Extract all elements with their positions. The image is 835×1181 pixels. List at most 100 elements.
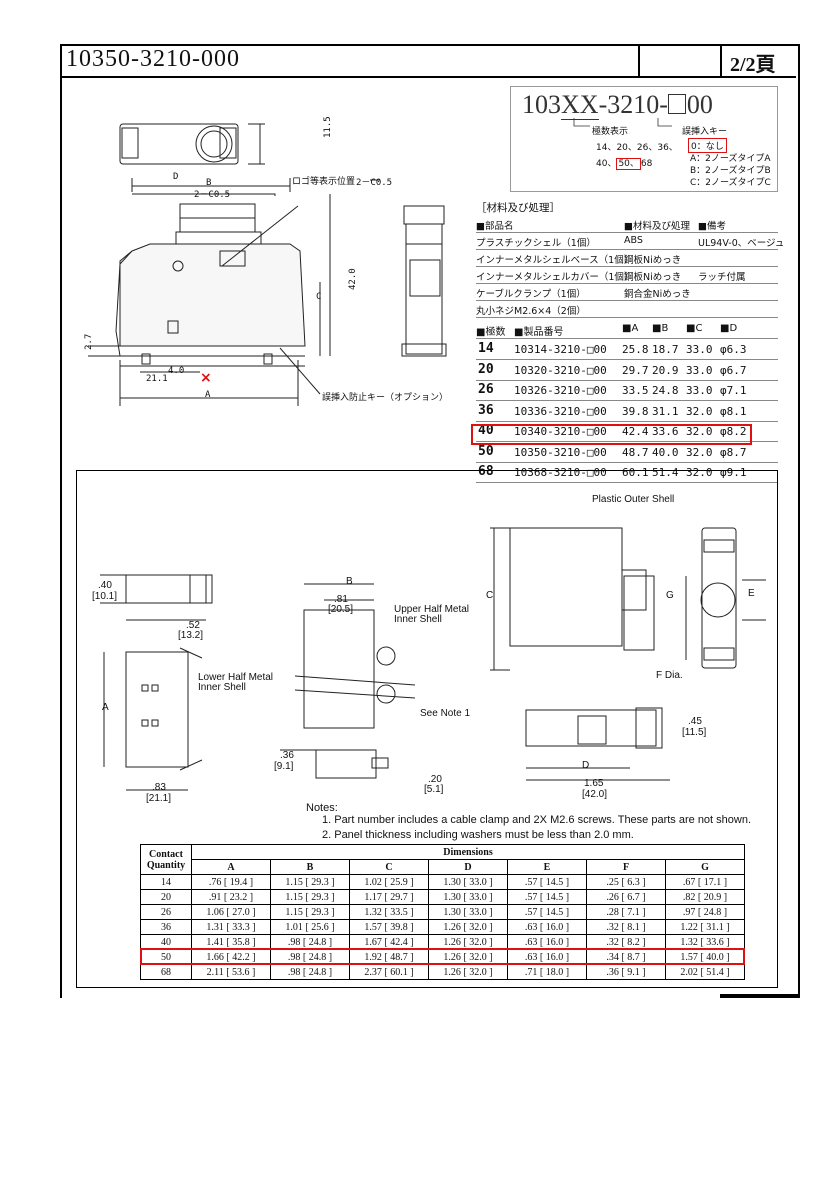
- dim-11-5: 11.5: [323, 116, 333, 138]
- dim-cell-d: φ8.2: [720, 425, 747, 438]
- dim-9-1: [9.1]: [274, 761, 294, 772]
- poles-line1: 14、20、26、36、: [596, 143, 678, 153]
- dim-cell-qty: 50: [478, 443, 494, 459]
- dimension-cell: 1.32 [ 33.5 ]: [349, 904, 429, 920]
- materials-row: インナーメタルシェルベース（1個）鋼板Niめっき: [476, 250, 778, 267]
- label-g: G: [666, 590, 674, 601]
- header-col-d: D: [428, 859, 508, 875]
- dim-52: .52: [186, 620, 200, 631]
- dim-21-1: 21.1: [146, 374, 168, 384]
- dim-cell-a: 48.7: [622, 445, 649, 459]
- document-title: 10350-3210-000: [66, 46, 240, 72]
- note-2: 2. Panel thickness including washers mus…: [322, 829, 634, 841]
- label-poles: 極数表示: [592, 127, 629, 137]
- highlight-50: 50、: [616, 158, 641, 170]
- dim-83: .83: [152, 782, 166, 793]
- dim-cell-b: 31.1: [652, 404, 679, 418]
- contact-quantity-cell: 26: [140, 904, 192, 920]
- part-number-legend: [510, 86, 778, 192]
- header-col-f: F: [586, 859, 666, 875]
- header-contact-quantity: Contact Quantity: [140, 844, 192, 875]
- contact-quantity-cell: 36: [140, 919, 192, 935]
- label-key: 誤挿入キー: [682, 127, 728, 137]
- dim-1-65: 1.65: [584, 778, 604, 789]
- dim-cell-b: 20.9: [652, 363, 679, 377]
- logo-position-label: ロゴ等表示位置: [292, 177, 356, 187]
- dimension-cell: 1.30 [ 33.0 ]: [428, 889, 508, 905]
- dimension-cell: 1.30 [ 33.0 ]: [428, 904, 508, 920]
- dimension-cell: .71 [ 18.0 ]: [507, 964, 587, 980]
- materials-part: プラスチックシェル（1個）: [476, 238, 596, 249]
- dim-21-1-inch: [21.1]: [146, 793, 172, 804]
- dimension-cell: .76 [ 19.4 ]: [191, 874, 271, 890]
- lower-half-label-1: Lower Half Metal: [198, 672, 274, 683]
- inch-table-row: 20.91 [ 23.2 ]1.15 [ 29.3 ]1.17 [ 29.7 ]…: [140, 889, 745, 905]
- dimension-cell: 1.22 [ 31.1 ]: [665, 919, 745, 935]
- dim-cell-c: 33.0: [686, 384, 713, 397]
- dim-cell-pn: 10350-3210-□00: [514, 445, 607, 459]
- dim-cell-a: 42.4: [622, 425, 649, 438]
- lower-half-label-2: Inner Shell: [198, 682, 246, 693]
- dim-table-header: ■極数 ■製品番号 ■A ■B ■C ■D: [476, 322, 778, 339]
- title-separator: [638, 44, 640, 76]
- dim-cell-pn: 10320-3210-□00: [514, 363, 607, 377]
- dim-cell-a: 25.8: [622, 343, 649, 356]
- materials-material: ABS: [624, 235, 643, 246]
- dim-20-5: [20.5]: [328, 604, 354, 615]
- dim-cell-d: φ6.3: [720, 343, 747, 356]
- materials-part: 丸小ネジM2.6×4（2個）: [476, 306, 586, 317]
- dim-cell-qty: 26: [478, 382, 494, 397]
- materials-material: 鋼板Niめっき: [624, 272, 682, 283]
- dim-b: B: [206, 178, 212, 188]
- dimension-cell: 1.26 [ 32.0 ]: [428, 964, 508, 980]
- dim-cell-a: 33.5: [622, 384, 649, 397]
- dim-cell-pn: 10326-3210-□00: [514, 384, 607, 397]
- dimension-cell: 2.02 [ 51.4 ]: [665, 964, 745, 980]
- dimension-cell: .28 [ 7.1 ]: [586, 904, 666, 920]
- key-option-0: 0：なし: [688, 138, 727, 153]
- dimension-cell: 1.15 [ 29.3 ]: [270, 904, 350, 920]
- dimension-cell: .57 [ 14.5 ]: [507, 904, 587, 920]
- dim-2-7: 2.7: [84, 333, 94, 350]
- dim-20: .20: [428, 774, 442, 785]
- materials-row: ケーブルクランプ（1個）銅合金Niめっき: [476, 284, 778, 301]
- key-option-label: 誤挿入防止キー（オプション）: [322, 393, 449, 403]
- dimension-cell: .26 [ 6.7 ]: [586, 889, 666, 905]
- header-dimensions: Dimensions: [191, 844, 745, 860]
- contact-quantity-cell: 68: [140, 964, 192, 980]
- dimension-cell: .57 [ 14.5 ]: [507, 874, 587, 890]
- header-col-b: B: [270, 859, 350, 875]
- materials-remarks: ラッチ付属: [698, 272, 746, 283]
- plastic-outer-shell-label: Plastic Outer Shell: [592, 494, 675, 505]
- legend-leaders: [573, 118, 672, 127]
- dimension-cell: .91 [ 23.2 ]: [191, 889, 271, 905]
- dim-cell-b: 40.0: [652, 445, 679, 459]
- dimension-cell: .32 [ 8.1 ]: [586, 919, 666, 935]
- dim-cell-qty: 68: [478, 464, 494, 479]
- dim-cell-c: 33.0: [686, 343, 713, 356]
- dim-c: C: [316, 292, 322, 302]
- dimension-cell: 1.02 [ 25.9 ]: [349, 874, 429, 890]
- drawing-frame: [60, 44, 800, 998]
- dim-5-1: [5.1]: [424, 784, 444, 795]
- header-col-g: G: [665, 859, 745, 875]
- materials-remarks: UL94V-0、ベージュ: [698, 238, 785, 249]
- key-option-a: A：2ノーズタイプA: [690, 154, 771, 164]
- dimension-cell: .63 [ 16.0 ]: [507, 919, 587, 935]
- dim-cell-c: 32.0: [686, 466, 713, 479]
- inch-drawing-box: [76, 470, 778, 988]
- dim-cell-b: 18.7: [652, 343, 679, 356]
- lower-drawing: [100, 527, 766, 791]
- dim-cell-pn: 10314-3210-□00: [514, 343, 607, 356]
- dim-cell-pn: 10340-3210-□00: [514, 425, 607, 438]
- label-b: B: [346, 576, 353, 587]
- dim-cell-d: φ8.1: [720, 404, 747, 418]
